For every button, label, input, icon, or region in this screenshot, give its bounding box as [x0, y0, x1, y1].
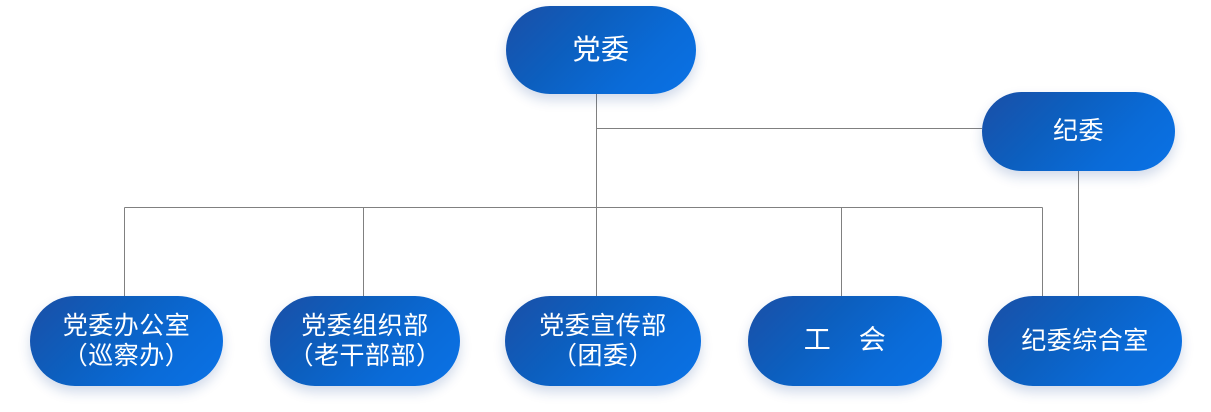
node-jiwei-zongheshi-label: 纪委综合室	[1021, 325, 1149, 355]
node-dangwei-xuanchuanbu[interactable]: 党委宣传部 （团委）	[505, 296, 701, 386]
node-dangwei-zuzhibu[interactable]: 党委组织部 （老干部部）	[270, 296, 460, 386]
node-dangwei-bangongshi[interactable]: 党委办公室 （巡察办）	[30, 296, 223, 386]
node-dangwei-xuanchuanbu-label: 党委宣传部 （团委）	[539, 310, 667, 371]
node-dangwei-label: 党委	[572, 32, 630, 66]
node-dangwei-bangongshi-label: 党委办公室 （巡察办）	[62, 310, 191, 371]
node-jiwei-label: 纪委	[1052, 116, 1104, 146]
node-dangwei[interactable]: 党委	[506, 6, 696, 94]
node-jiwei-zongheshi[interactable]: 纪委综合室	[988, 296, 1182, 386]
node-gonghui-label: 工 会	[803, 324, 887, 356]
node-dangwei-zuzhibu-label: 党委组织部 （老干部部）	[288, 310, 442, 371]
node-gonghui[interactable]: 工 会	[748, 296, 942, 386]
node-jiwei[interactable]: 纪委	[982, 92, 1175, 171]
